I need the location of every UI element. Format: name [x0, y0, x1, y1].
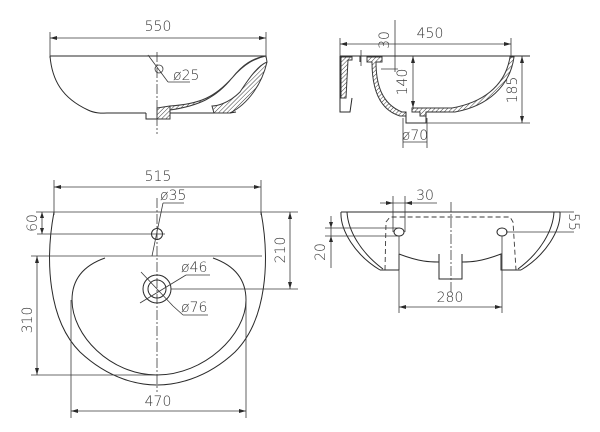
- fixing-hole-left: [393, 227, 405, 237]
- plan-view: 515 ø35 60: [20, 169, 298, 418]
- dimension-overall-width-550: 550: [49, 19, 267, 58]
- label-30: 30: [377, 31, 393, 49]
- dimension-hole-height-20: 20: [313, 216, 400, 268]
- dimension-overall-height-185: 185: [426, 56, 530, 124]
- plan-tap-hole: ø35: [37, 188, 186, 257]
- dimension-rim-offset-30: 30: [377, 20, 396, 72]
- rear-view: 30 20 55 280: [313, 188, 581, 313]
- label-550: 550: [145, 19, 172, 35]
- plan-outer-outline: [49, 211, 266, 386]
- side-section-view: 550 ø25: [49, 19, 268, 134]
- dimension-hole-width-30: 30: [380, 188, 437, 232]
- rear-drain-outlet: [438, 254, 463, 280]
- label-55: 55: [565, 213, 581, 231]
- label-20: 20: [313, 243, 329, 261]
- dimension-back-to-drain-210: 210: [273, 212, 292, 289]
- dimension-overall-width-515: 515: [53, 169, 262, 215]
- label-140: 140: [395, 69, 411, 96]
- rear-right-outline: [520, 211, 561, 271]
- dimension-drain-outlet-70: ø70: [402, 118, 428, 148]
- dimension-hole-from-top-55: 55: [506, 211, 581, 233]
- rear-left-inner: [346, 211, 384, 270]
- rear-right-inner: [517, 211, 555, 270]
- label-210: 210: [273, 237, 289, 264]
- label-280: 280: [437, 290, 464, 306]
- side-tap-hole: ø25: [147, 52, 199, 134]
- dimension-depth-450: 450: [339, 26, 512, 58]
- plan-drain: ø46 ø76: [139, 260, 298, 316]
- front-section-view: 450 30 140: [339, 20, 530, 148]
- label-diameter-35: ø35: [160, 188, 186, 204]
- label-515: 515: [145, 169, 172, 185]
- label-diameter-25: ø25: [173, 68, 199, 84]
- label-185: 185: [505, 77, 521, 104]
- rear-left-outline: [340, 211, 381, 271]
- fixing-hole-right: [496, 227, 508, 237]
- rear-hidden-wall: [384, 216, 517, 271]
- label-60: 60: [25, 214, 41, 232]
- dimension-bowl-width-470: 470: [70, 300, 247, 418]
- dimension-bowl-length-310: 310: [20, 256, 157, 376]
- label-450: 450: [417, 26, 444, 42]
- label-diameter-76: ø76: [181, 300, 207, 316]
- label-30-hole-width: 30: [416, 188, 434, 204]
- dimension-bowl-depth-140: 140: [381, 56, 415, 108]
- label-diameter-46: ø46: [181, 260, 207, 276]
- front-basin-section: [339, 50, 530, 124]
- dimension-hole-spacing-280: 280: [398, 236, 503, 313]
- label-diameter-70: ø70: [402, 128, 428, 144]
- label-470: 470: [145, 394, 172, 410]
- label-310: 310: [20, 307, 36, 334]
- dimension-tap-offset-60: 60: [25, 212, 44, 234]
- side-basin-outline: [49, 55, 268, 120]
